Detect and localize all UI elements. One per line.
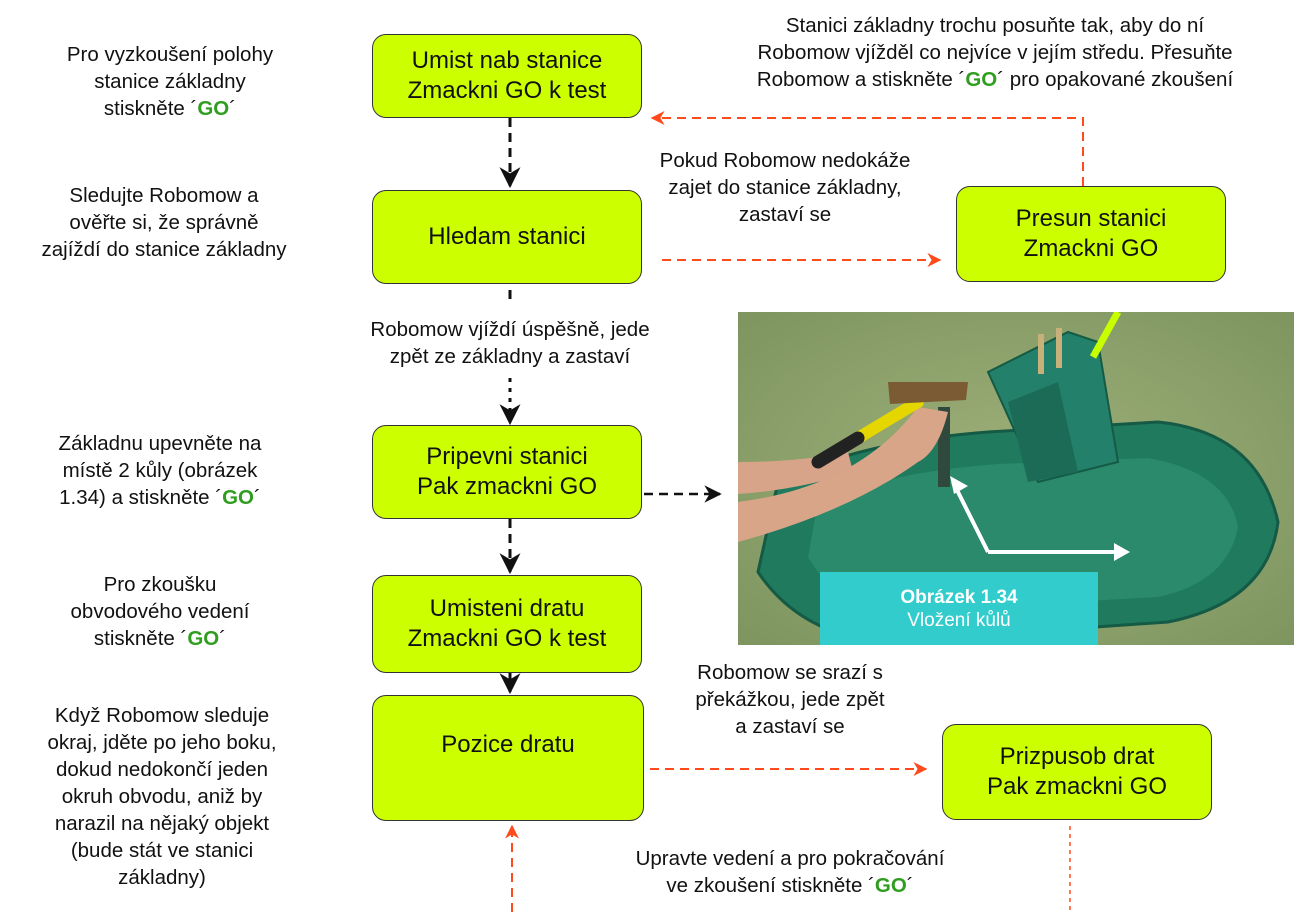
- note-line: Sledujte Robomow a: [69, 184, 259, 207]
- box-umist-line2: Zmackni GO k test: [407, 77, 607, 104]
- note-collision: Robomow se srazí s překážkou, jede zpět …: [660, 659, 920, 740]
- go-label: GO: [187, 627, 220, 650]
- note-line: (bude stát ve stanici: [70, 839, 254, 862]
- box-pozice-dratu: Pozice dratu: [372, 695, 644, 821]
- pointer-arrowhead: [1114, 543, 1130, 561]
- go-quote: ´: [958, 68, 966, 91]
- go-quote: ´: [997, 68, 1005, 91]
- note-line: okruh obvodu, aniž by: [61, 785, 263, 808]
- caption-subtitle: Vložení kůlů: [907, 609, 1011, 631]
- note-cannot-dock: Pokud Robomow nedokáže zajet do stanice …: [640, 147, 930, 228]
- note-line: zajíždí do stanice základny: [41, 238, 287, 261]
- go-quote: ´: [254, 486, 261, 509]
- go-quote: ´: [868, 874, 875, 897]
- box-umist-line1: Umist nab stanice: [411, 47, 603, 74]
- box-pripevni-stanici: Pripevni stanici Pak zmackni GO: [372, 425, 642, 519]
- note-line: Když Robomow sleduje: [54, 704, 270, 727]
- note-test-position: Pro vyzkoušení polohy stanice základny s…: [20, 41, 320, 122]
- note-text: 1.34) a stiskněte: [59, 486, 216, 509]
- note-adjust-wire: Upravte vedení a pro pokračování ve zkou…: [590, 845, 990, 899]
- go-label: GO: [874, 874, 907, 897]
- note-line: Upravte vedení a pro pokračování: [635, 847, 945, 870]
- box-umist-nab-stanice: Umist nab stanice Zmackni GO k test: [372, 34, 642, 118]
- note-line: Robomow a stiskněte ´GO´ pro opakované z…: [690, 66, 1300, 93]
- note-line: Robomow se srazí s: [697, 661, 883, 684]
- note-line: dokud nedokončí jeden: [55, 758, 268, 781]
- box-presun-line2: Zmackni GO: [1023, 235, 1159, 262]
- box-presun-line1: Presun stanici: [1015, 205, 1167, 232]
- right-arm: [738, 407, 948, 542]
- box-pripevni-line2: Pak zmackni GO: [416, 473, 598, 500]
- note-text: stiskněte: [103, 97, 191, 120]
- go-quote: ´: [906, 874, 914, 897]
- arrow-presun-to-umist: [650, 111, 1084, 186]
- note-line: Pokud Robomow nedokáže: [659, 149, 911, 172]
- note-line: ve zkoušení stiskněte ´GO´: [590, 872, 990, 899]
- box-umisteni-line1: Umisteni dratu: [429, 595, 585, 622]
- go-label: GO: [965, 68, 998, 91]
- box-prizpusob-line2: Pak zmackni GO: [986, 773, 1168, 800]
- box-pozice-line1: Pozice dratu: [441, 731, 575, 758]
- note-line: zastaví se: [738, 203, 832, 226]
- box-prizpusob-drat: Prizpusob drat Pak zmackni GO: [942, 724, 1212, 820]
- note-line: ověřte si, že správně: [69, 211, 259, 234]
- hammer-grip: [811, 431, 865, 469]
- note-line: zajet do stanice základny,: [668, 176, 902, 199]
- go-quote: ´: [219, 627, 227, 650]
- go-quote: ´: [180, 627, 188, 650]
- box-prizpusob-line1: Prizpusob drat: [999, 743, 1155, 770]
- go-quote: ´: [190, 97, 198, 120]
- note-line: okraj, jděte po jeho boku,: [47, 731, 277, 754]
- note-text: ve zkoušení stiskněte: [666, 874, 869, 897]
- photo-caption: Obrázek 1.34 Vložení kůlů: [820, 572, 1098, 645]
- note-move-base: Stanici základny trochu posuňte tak, aby…: [690, 12, 1300, 93]
- box-umisteni-line2: Zmackni GO k test: [407, 625, 607, 652]
- go-label: GO: [222, 486, 255, 509]
- note-line: Stanici základny trochu posuňte tak, aby…: [785, 14, 1205, 37]
- box-umisteni-dratu: Umisteni dratu Zmackni GO k test: [372, 575, 642, 673]
- pin: [1038, 334, 1044, 374]
- note-perimeter-test: Pro zkoušku obvodového vedení stiskněte …: [20, 571, 300, 652]
- note-follow-edge: Když Robomow sleduje okraj, jděte po jeh…: [12, 702, 312, 891]
- note-fix-base: Základnu upevněte na místě 2 kůly (obráz…: [20, 430, 300, 511]
- note-line: stiskněte ´GO´: [20, 625, 300, 652]
- boundary-wire: [1089, 312, 1122, 359]
- note-line: narazil na nějaký objekt: [54, 812, 270, 835]
- note-line: Základnu upevněte na: [58, 432, 262, 455]
- note-line: základny): [118, 866, 206, 889]
- hammer-head: [888, 382, 968, 404]
- box-hledam-line1: Hledam stanici: [428, 223, 586, 250]
- pointer-arrowhead: [950, 476, 968, 494]
- note-line: stanice základny: [94, 70, 246, 93]
- note-line: a zastaví se: [735, 715, 845, 738]
- note-text: Robomow a stiskněte: [756, 68, 959, 91]
- box-presun-stanici: Presun stanici Zmackni GO: [956, 186, 1226, 282]
- base-ramp-slot: [1008, 382, 1078, 482]
- note-line: místě 2 kůly (obrázek: [62, 459, 258, 482]
- note-line: obvodového vedení: [70, 600, 250, 623]
- note-docks-successfully: Robomow vjíždí úspěšně, jede zpět ze zák…: [320, 316, 700, 370]
- note-line: Pro vyzkoušení polohy: [66, 43, 274, 66]
- go-label: GO: [197, 97, 230, 120]
- note-line: Robomow vjíždí úspěšně, jede: [370, 318, 650, 341]
- note-text: stiskněte: [93, 627, 181, 650]
- note-text: pro opakované zkoušení: [1004, 68, 1234, 91]
- box-pripevni-line1: Pripevni stanici: [426, 443, 588, 470]
- note-line: zpět ze základny a zastaví: [389, 345, 631, 368]
- pin: [1056, 328, 1062, 368]
- note-line: Pro zkoušku: [103, 573, 217, 596]
- go-quote: ´: [215, 486, 223, 509]
- go-quote: ´: [229, 97, 237, 120]
- box-hledam-stanici: Hledam stanici: [372, 190, 642, 284]
- note-line: překážkou, jede zpět: [695, 688, 885, 711]
- note-watch-robomow: Sledujte Robomow a ověřte si, že správně…: [2, 182, 326, 263]
- pointer-line: [951, 481, 990, 553]
- note-line: 1.34) a stiskněte ´GO´: [20, 484, 300, 511]
- note-line: stiskněte ´GO´: [20, 95, 320, 122]
- note-line: Robomow vjížděl co nejvíce v jejím střed…: [757, 41, 1233, 64]
- caption-title: Obrázek 1.34: [900, 586, 1018, 608]
